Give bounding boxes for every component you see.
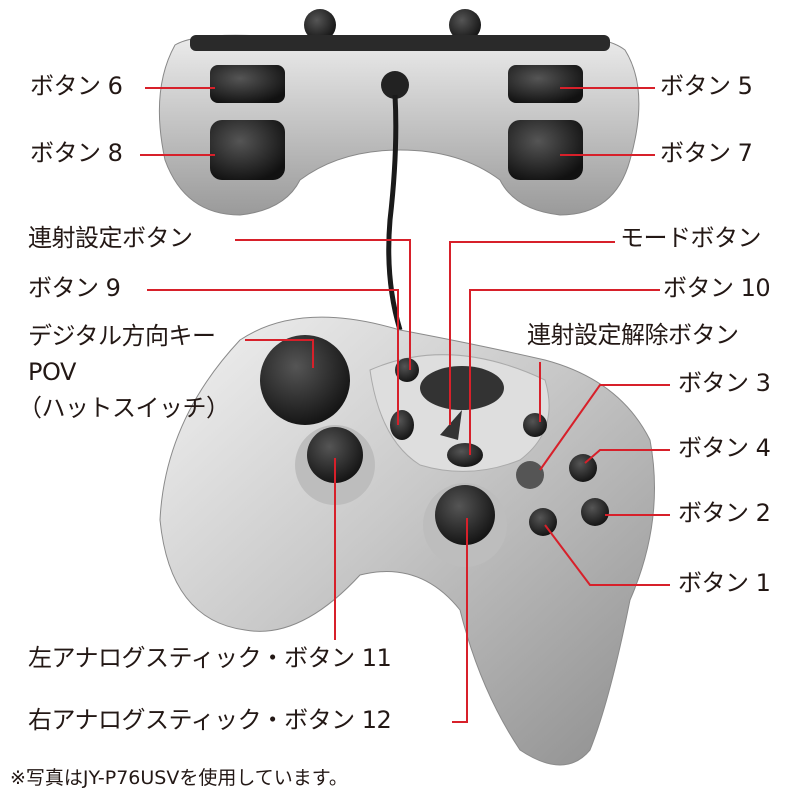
leader-button10	[469, 289, 660, 455]
leader-button4	[584, 449, 670, 464]
button-2[interactable]	[581, 498, 609, 526]
button-6[interactable]	[210, 65, 285, 103]
dpad[interactable]	[260, 335, 350, 425]
label-button10: ボタン 10	[663, 274, 771, 302]
leader-button1	[544, 524, 670, 586]
clear-button[interactable]	[523, 413, 547, 437]
button-10[interactable]	[447, 443, 483, 467]
label-right-stick: 右アナログスティック・ボタン 12	[28, 706, 392, 734]
label-clear: 連射設定解除ボタン	[527, 321, 739, 349]
leader-right-stick	[452, 518, 468, 723]
button-3[interactable]	[516, 461, 544, 489]
label-left-stick: 左アナログスティック・ボタン 11	[28, 644, 392, 672]
button-8[interactable]	[210, 120, 285, 180]
button-5[interactable]	[508, 65, 583, 103]
button-9[interactable]	[390, 410, 414, 440]
button-4[interactable]	[569, 454, 597, 482]
label-button4: ボタン 4	[678, 434, 771, 462]
leader-button3	[539, 384, 670, 471]
label-mode: モードボタン	[620, 224, 762, 252]
leader-lines	[140, 87, 670, 723]
label-button9: ボタン 9	[28, 274, 121, 302]
leader-mode	[449, 241, 615, 425]
leader-button9	[147, 289, 399, 425]
label-button2: ボタン 2	[678, 499, 771, 527]
label-button5: ボタン 5	[660, 72, 753, 100]
label-dpad-1: デジタル方向キー	[28, 322, 216, 350]
label-button1: ボタン 1	[678, 569, 771, 597]
button-7[interactable]	[508, 120, 583, 180]
footnote: ※写真はJY-P76USVを使用しています。	[10, 767, 348, 789]
label-dpad-2: POV	[28, 358, 76, 386]
button-1[interactable]	[529, 508, 557, 536]
label-button8: ボタン 8	[30, 139, 123, 167]
label-button3: ボタン 3	[678, 369, 771, 397]
label-button7: ボタン 7	[660, 139, 753, 167]
leader-turbo	[235, 239, 411, 370]
front-view-controller	[159, 316, 655, 766]
left-analog-stick[interactable]	[307, 427, 363, 483]
top-view-controller	[158, 9, 640, 331]
label-button6: ボタン 6	[30, 72, 123, 100]
leader-dpad	[245, 339, 314, 368]
right-analog-stick[interactable]	[435, 485, 495, 545]
turbo-button[interactable]	[395, 358, 419, 382]
cable	[386, 94, 403, 331]
label-dpad-3: （ハットスイッチ）	[18, 394, 230, 422]
label-turbo: 連射設定ボタン	[28, 224, 193, 252]
